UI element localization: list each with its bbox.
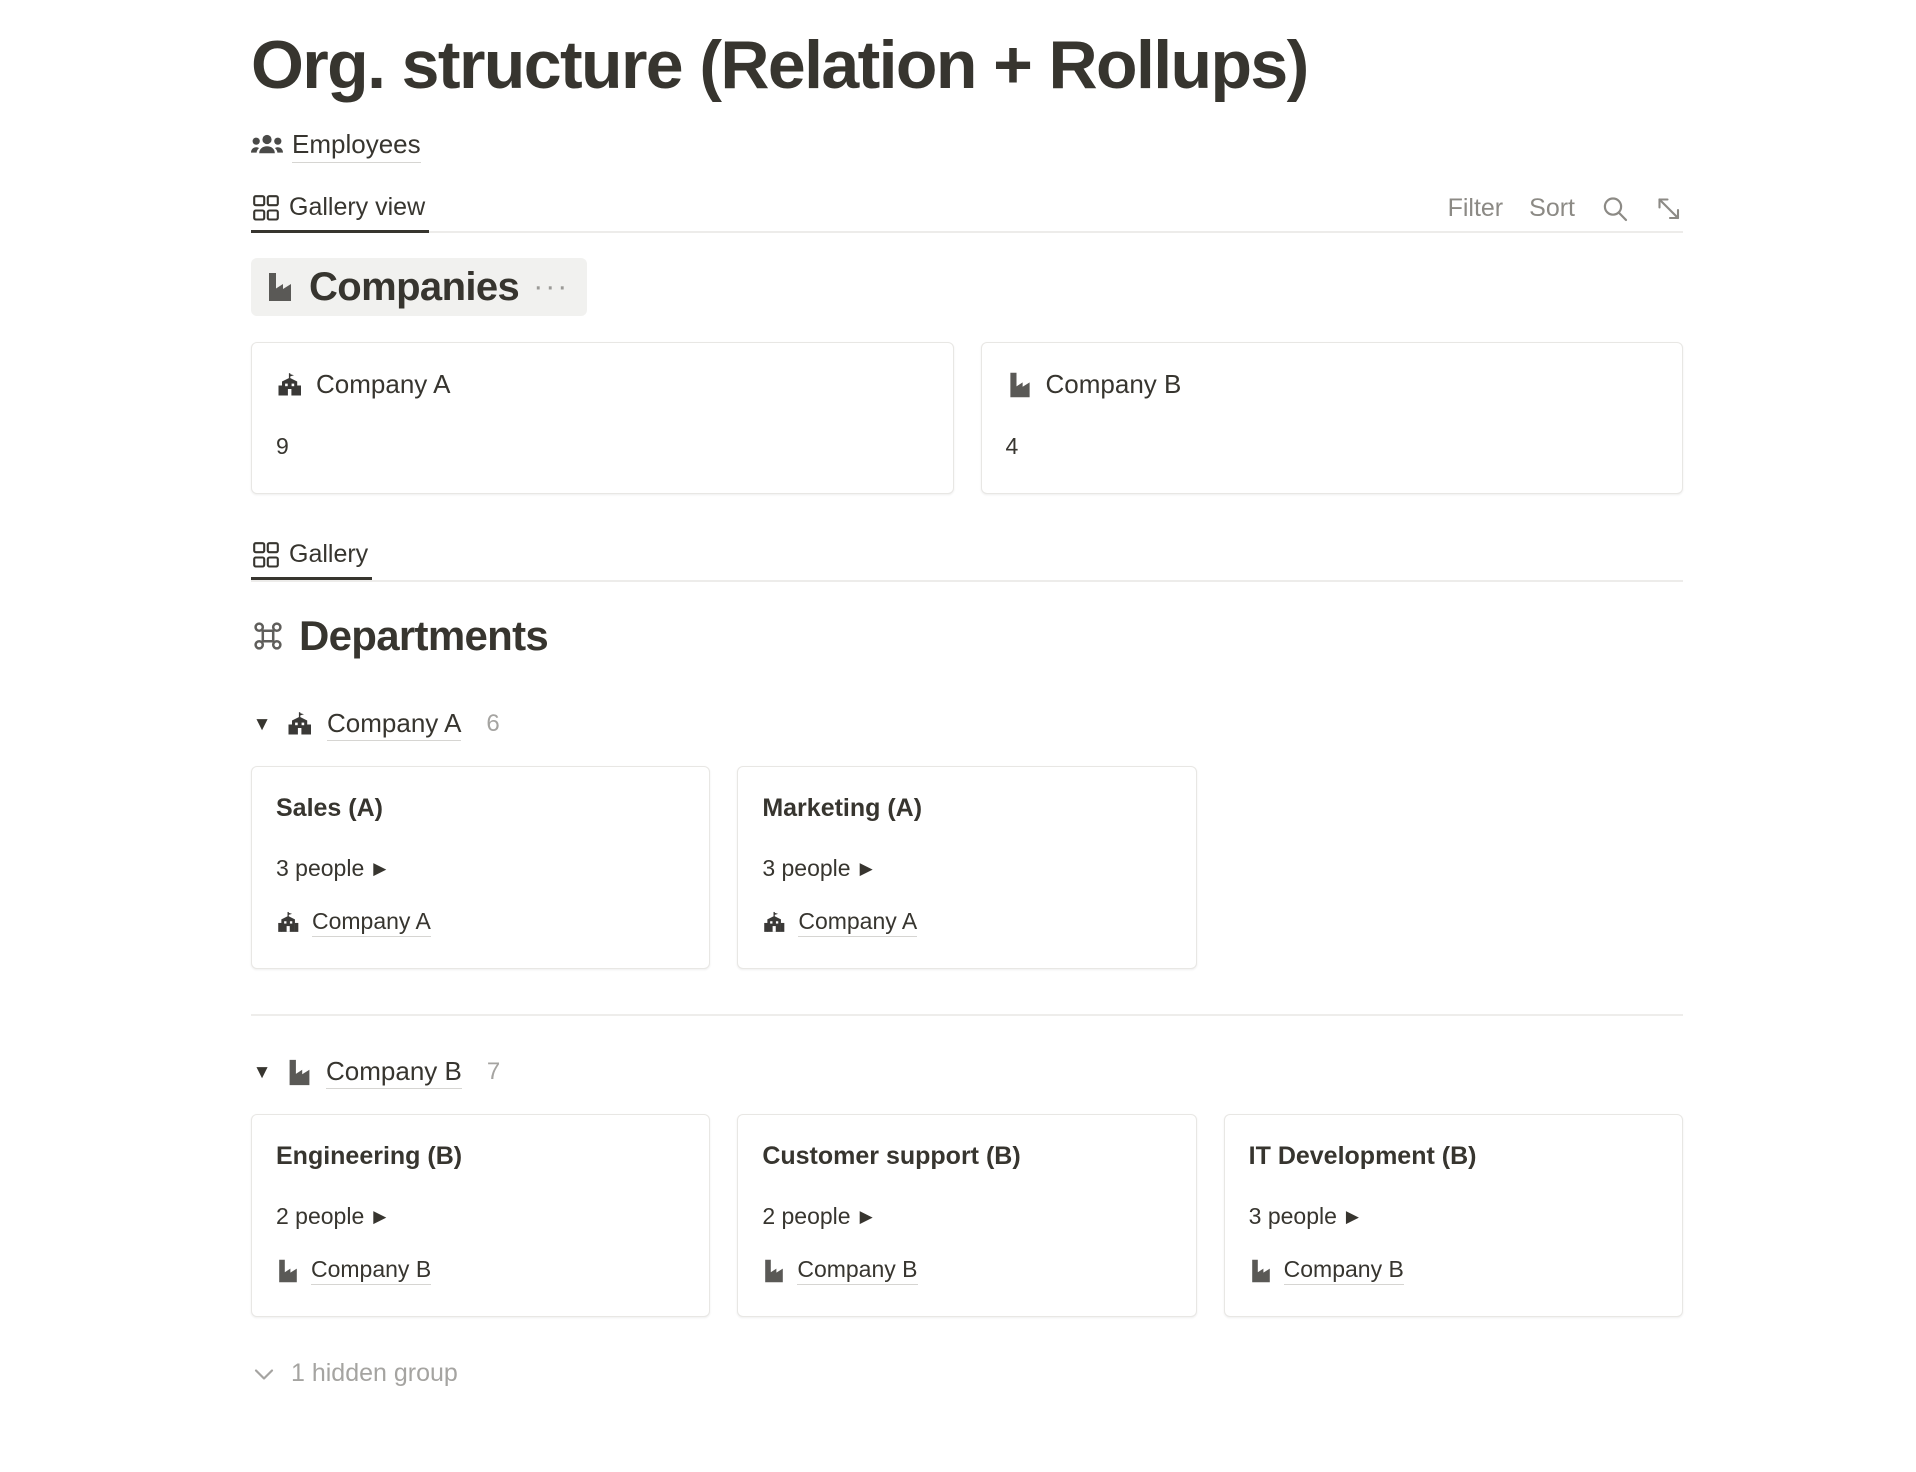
company-card-header: Company A [276,369,929,400]
group-header-company-a: ▼ Company A 6 [251,706,1683,742]
department-card-relation: Company A [762,908,918,938]
department-card[interactable]: Engineering (B) 2 people ▶ Company B [251,1114,711,1318]
group-link-company-a[interactable]: Company A [327,708,462,741]
search-icon[interactable] [1601,195,1629,223]
departments-database-title: Departments [251,612,1683,660]
relation-link[interactable]: Company B [1283,1256,1404,1286]
company-card-rollup-value: 4 [1005,432,1019,459]
group-header-company-b: ▼ Company B 7 [251,1054,1683,1090]
hidden-group-toggle[interactable]: 1 hidden group [251,1359,458,1388]
relation-link[interactable]: Company B [311,1256,432,1286]
tab-gallery-view-label: Gallery view [289,193,426,222]
department-card[interactable]: Customer support (B) 2 people ▶ Company … [737,1114,1197,1318]
department-card-people-count: 3 people [1248,1203,1337,1230]
department-card-title: Sales (A) [276,794,383,823]
company-card-name: Company A [316,369,451,400]
group-link-company-b[interactable]: Company B [326,1056,462,1089]
relation-link[interactable]: Company A [798,908,918,938]
chevron-down-icon [251,1361,277,1387]
company-card-name: Company B [1045,369,1182,400]
companies-card-grid: Company A 9 Company B 4 [251,342,1683,495]
department-card[interactable]: Sales (A) 3 people ▶ [251,766,711,970]
command-loop-icon [251,619,285,653]
sort-button[interactable]: Sort [1529,194,1575,223]
page-content: Org. structure (Relation + Rollups) Empl… [251,0,1683,1388]
department-card[interactable]: Marketing (A) 3 people ▶ [737,766,1197,970]
department-card-people-toggle[interactable]: 3 people ▶ [1249,1203,1359,1230]
factory-icon [276,1258,300,1284]
group-count: 7 [486,1058,501,1086]
department-card-people-count: 2 people [276,1203,365,1230]
departments-grid-company-b: Engineering (B) 2 people ▶ Company B Cus… [251,1114,1683,1318]
department-card-people-toggle[interactable]: 2 people ▶ [276,1203,386,1230]
departments-toolbar-divider [251,580,1683,583]
expand-triangle-icon: ▶ [1345,1207,1359,1227]
collapse-triangle-icon[interactable]: ▼ [252,1061,272,1083]
tab-gallery-label: Gallery [289,540,369,569]
view-tab-list: Gallery view [251,193,430,234]
tab-gallery[interactable]: Gallery [251,540,373,581]
department-card-people-count: 3 people [762,855,851,882]
page-title: Org. structure (Relation + Rollups) [251,27,1309,103]
gallery-grid-icon [253,195,279,221]
department-card-title: Customer support (B) [762,1142,1021,1171]
departments-grid-company-a: Sales (A) 3 people ▶ [251,766,1683,970]
factory-icon [1006,371,1034,399]
relation-link[interactable]: Company A [312,908,431,938]
view-toolbar: Gallery view Filter Sort [251,185,1683,234]
department-card-title: Marketing (A) [762,794,923,823]
company-card[interactable]: Company A 9 [251,342,954,495]
relation-link[interactable]: Company B [797,1256,918,1286]
expand-triangle-icon: ▶ [373,1207,387,1227]
company-card-header: Company B [1006,369,1659,400]
department-card-people-toggle[interactable]: 3 people ▶ [276,855,386,882]
people-group-icon [251,133,283,157]
department-card-relation: Company B [276,1256,432,1286]
factory-icon [265,271,295,303]
department-card-people-toggle[interactable]: 3 people ▶ [762,855,872,882]
office-building-icon [276,910,301,935]
department-card-title: IT Development (B) [1248,1142,1477,1171]
department-card-relation: Company A [276,908,431,938]
expand-triangle-icon: ▶ [859,1207,873,1227]
companies-database-title[interactable]: Companies ··· [251,258,588,317]
companies-overflow-menu[interactable]: ··· [533,270,570,304]
factory-icon [286,1058,313,1087]
group-divider [251,1014,1683,1017]
factory-icon [1249,1258,1273,1284]
breadcrumb: Employees [251,128,1683,163]
departments-title-text: Departments [299,612,549,660]
toolbar-actions: Filter Sort [1448,194,1683,233]
filter-button[interactable]: Filter [1447,194,1504,223]
company-card-rollup-value: 9 [276,432,289,459]
toolbar-divider [251,231,1683,234]
office-building-icon [762,910,787,935]
breadcrumb-employees-link[interactable]: Employees [292,128,421,163]
expand-triangle-icon: ▶ [373,859,387,879]
grid-empty-slot [1224,766,1683,969]
department-card[interactable]: IT Development (B) 3 people ▶ Company B [1223,1114,1683,1318]
expand-triangle-icon: ▶ [859,859,873,879]
collapse-triangle-icon[interactable]: ▼ [252,713,272,735]
group-count: 6 [486,710,500,738]
gallery-grid-icon [253,542,279,568]
department-card-people-count: 3 people [276,855,365,882]
department-card-people-count: 2 people [762,1203,851,1230]
departments-view-toolbar: Gallery [251,534,1683,581]
factory-icon [762,1258,786,1284]
tab-gallery-view[interactable]: Gallery view [251,193,430,234]
office-building-icon [276,371,304,399]
expand-diagonal-icon[interactable] [1655,195,1683,223]
department-card-title: Engineering (B) [276,1142,463,1171]
department-card-relation: Company B [1249,1256,1404,1286]
companies-title-text: Companies [309,265,520,310]
office-building-icon [286,710,314,738]
company-card[interactable]: Company B 4 [980,342,1683,495]
hidden-group-label: 1 hidden group [291,1359,458,1388]
department-card-relation: Company B [762,1256,918,1286]
department-card-people-toggle[interactable]: 2 people ▶ [762,1203,872,1230]
